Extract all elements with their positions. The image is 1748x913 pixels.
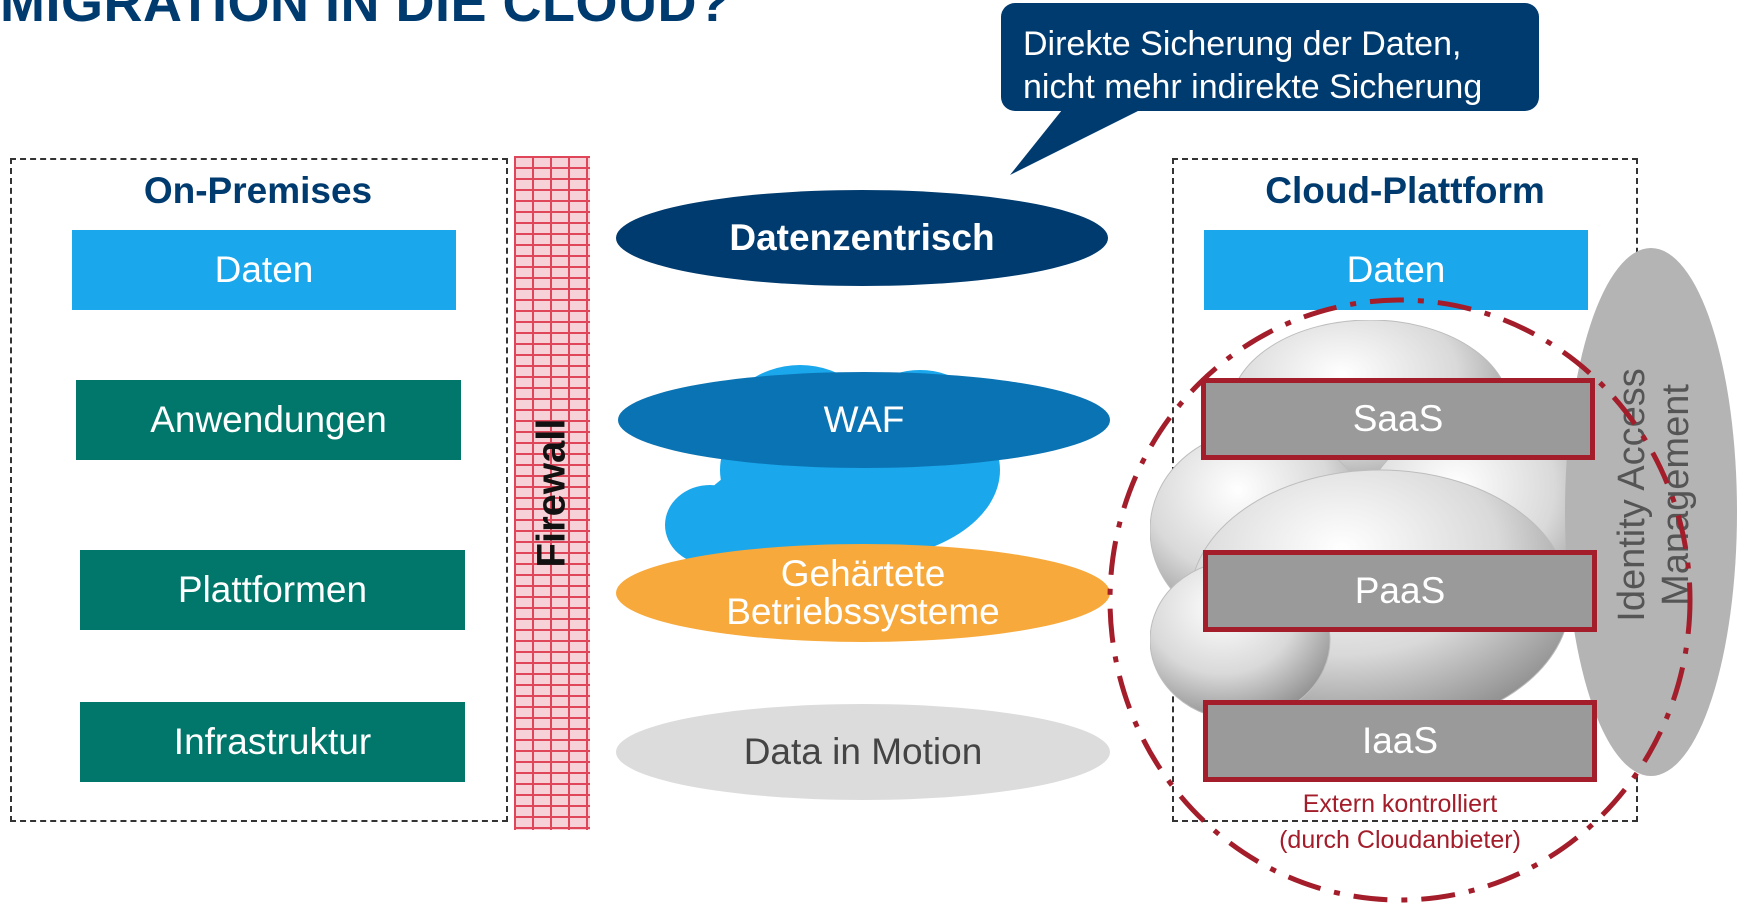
page-title: MIGRATION IN DIE CLOUD? (0, 0, 731, 33)
onprem-layer-infrastruktur: Infrastruktur (80, 702, 465, 782)
ellipse-datenzentrisch-label: Datenzentrisch (729, 217, 995, 258)
ellipse-datenzentrisch: Datenzentrisch (616, 190, 1108, 286)
onprem-layer-plattformen: Plattformen (80, 550, 465, 630)
ellipse-waf-label: WAF (823, 399, 905, 440)
service-saas: SaaS (1201, 378, 1595, 460)
ellipse-gehaertete-line-1: Gehärtete (780, 553, 946, 594)
callout-line-1: Direkte Sicherung der Daten, (1023, 25, 1462, 63)
ellipse-data-in-motion-label: Data in Motion (743, 731, 983, 772)
external-control-line-2: (durch Cloudanbieter) (1279, 826, 1521, 854)
callout-box: Direkte Sicherung der Daten, nicht mehr … (1001, 3, 1539, 111)
cloud-platform-title: Cloud-Plattform (1265, 170, 1545, 211)
iam-ellipse (1565, 248, 1737, 776)
onprem-layer-daten: Daten (72, 230, 456, 310)
ellipse-data-in-motion: Data in Motion (616, 704, 1110, 800)
callout-line-2: nicht mehr indirekte Sicherung (1023, 68, 1483, 106)
ellipse-waf: WAF (618, 372, 1110, 468)
ellipse-gehaertete-betriebssysteme: Gehärtete Betriebssysteme (616, 544, 1110, 642)
service-iaas: IaaS (1203, 700, 1597, 782)
onprem-layer-anwendungen: Anwendungen (76, 380, 461, 460)
on-premises-box (10, 158, 508, 822)
ellipse-gehaertete-line-2: Betriebssysteme (726, 591, 1000, 632)
cloud-layer-daten: Daten (1204, 230, 1588, 310)
service-paas: PaaS (1203, 550, 1597, 632)
on-premises-title: On-Premises (143, 170, 373, 211)
external-control-line-1: Extern kontrolliert (1302, 790, 1498, 818)
firewall-wall (514, 156, 590, 830)
